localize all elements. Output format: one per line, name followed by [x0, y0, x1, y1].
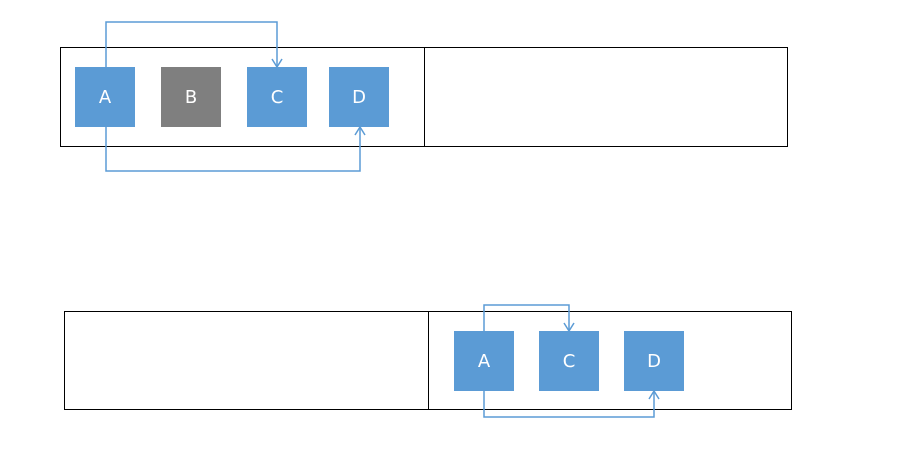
bottom-left-panel — [64, 311, 429, 410]
bottom-box-a: A — [454, 331, 514, 391]
top-box-b: B — [161, 67, 221, 127]
bottom-box-d: D — [624, 331, 684, 391]
top-box-a: A — [75, 67, 135, 127]
top-right-panel — [424, 47, 788, 147]
bottom-box-c: C — [539, 331, 599, 391]
top-box-d: D — [329, 67, 389, 127]
top-box-c: C — [247, 67, 307, 127]
